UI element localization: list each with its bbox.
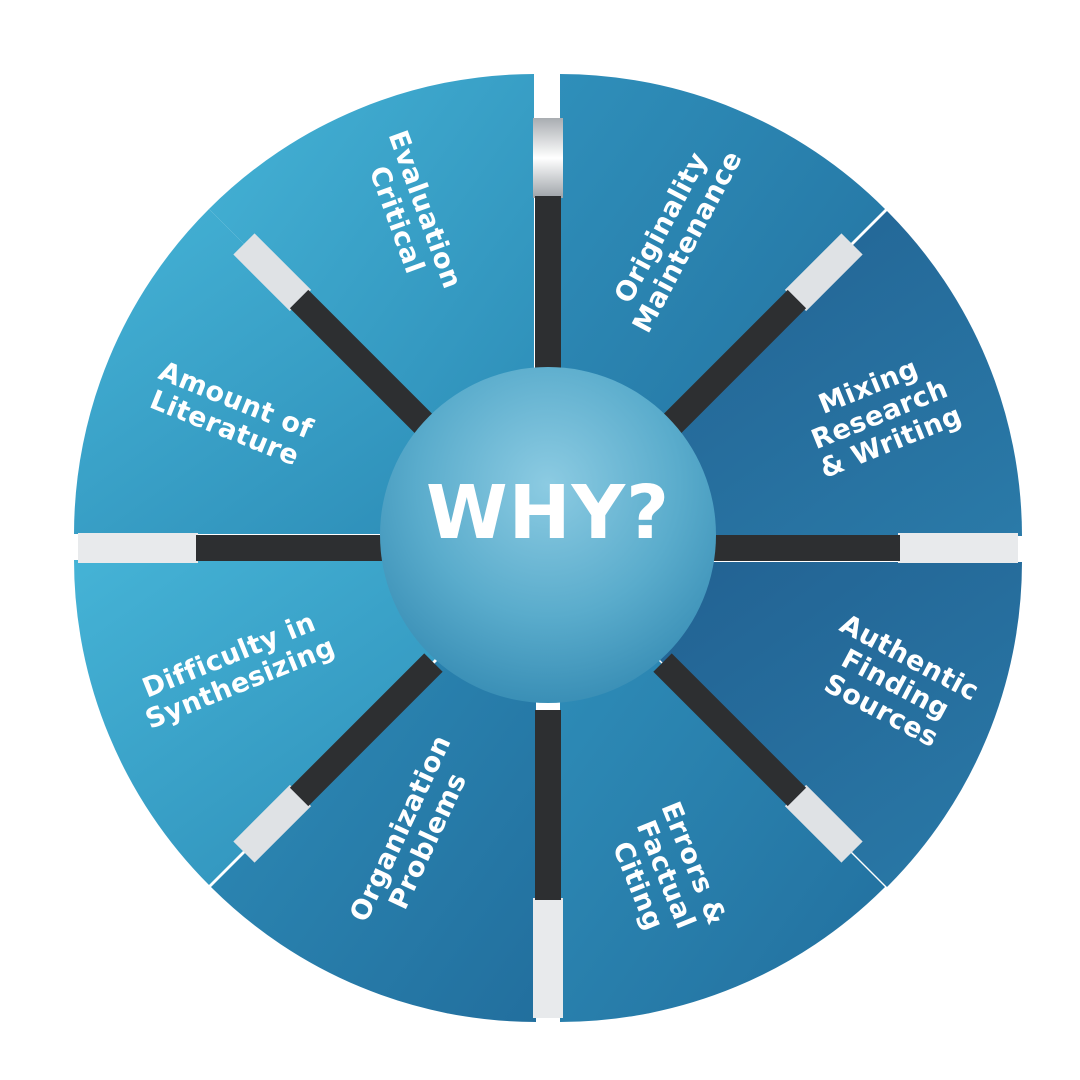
center-hub <box>380 367 716 703</box>
segment-authentic-finding-sources <box>562 562 1022 887</box>
center-label: WHY? <box>425 470 671 556</box>
segment-organization-problems <box>211 562 536 1022</box>
segment-errors-factual-citing <box>560 562 885 1022</box>
spokes <box>78 118 1018 1018</box>
